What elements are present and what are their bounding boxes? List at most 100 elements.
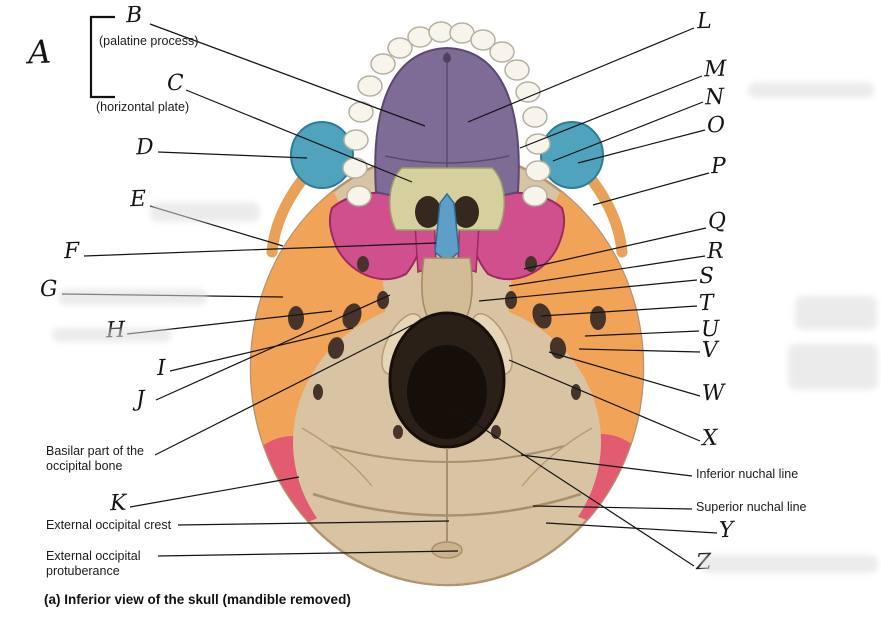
foramen	[505, 291, 517, 309]
label-external-occipital-protuberance: External occipital protuberance	[46, 549, 141, 578]
label-letter-I: I	[156, 355, 167, 382]
bracket-A	[89, 15, 115, 99]
eraser-smudge	[58, 289, 208, 305]
leader-line-M	[519, 75, 703, 149]
suture-right	[521, 427, 593, 487]
external-occipital-protuberance-mark	[431, 541, 463, 559]
leader-lines	[61, 23, 718, 567]
foramen	[357, 256, 369, 272]
label-superior-nuchal-line: Superior nuchal line	[696, 500, 807, 514]
foramen	[313, 384, 323, 400]
eraser-smudge	[795, 296, 877, 330]
leader-line-U	[584, 330, 700, 337]
leader-line-V	[578, 348, 701, 353]
label-letter-K: K	[109, 490, 128, 517]
teeth-row	[342, 21, 551, 207]
tooth	[504, 59, 530, 81]
leader-line-P	[592, 172, 710, 206]
leader-line-I	[169, 327, 354, 372]
incisive-fossa	[443, 53, 451, 63]
foramen	[327, 337, 345, 359]
tooth	[522, 185, 548, 207]
label-letter-M: M	[703, 56, 728, 83]
label-palatine-process: (palatine process)	[99, 34, 199, 48]
eraser-smudge	[700, 555, 878, 573]
label-letter-D: D	[135, 134, 155, 161]
tooth	[489, 41, 515, 63]
eraser-smudge	[748, 82, 874, 98]
leader-line-external-occipital-protuberance	[157, 550, 459, 557]
tooth	[370, 53, 396, 75]
transverse-palatine-suture	[384, 155, 510, 164]
leader-line-inferior-nuchal-line	[520, 454, 693, 477]
leader-line-N	[552, 101, 704, 162]
eraser-smudge	[52, 328, 172, 342]
label-letter-A: A	[27, 32, 53, 72]
foramen	[393, 425, 403, 439]
zygomatic-arch-right	[586, 174, 628, 258]
tooth	[470, 29, 496, 51]
tooth	[357, 75, 383, 97]
tooth	[387, 37, 413, 59]
leader-line-T	[540, 305, 698, 317]
label-letter-L: L	[696, 8, 713, 35]
label-letter-E: E	[129, 186, 147, 213]
figure-caption: (a) Inferior view of the skull (mandible…	[44, 592, 351, 607]
leader-line-C	[185, 89, 413, 183]
leader-line-superior-nuchal-line	[532, 505, 693, 510]
leader-line-S	[478, 279, 698, 302]
label-letter-F: F	[63, 238, 81, 265]
label-basilar: Basilar part of the occipital bone	[46, 444, 144, 473]
label-letter-X: X	[701, 425, 719, 452]
zygomatic-arch-left	[266, 174, 308, 258]
foramen	[288, 306, 304, 330]
tooth	[346, 185, 372, 207]
label-letter-S: S	[698, 263, 715, 290]
zygomatic-bone-right	[540, 121, 604, 189]
tooth	[343, 129, 369, 151]
tooth	[525, 160, 551, 182]
tooth	[522, 106, 548, 128]
foramen-magnum-depth	[407, 345, 487, 439]
leader-line-Y	[545, 522, 718, 534]
foramina	[288, 256, 606, 439]
leader-line-X	[508, 359, 701, 442]
tooth	[342, 157, 368, 179]
leader-line-F	[83, 242, 437, 257]
leader-line-L	[467, 27, 695, 123]
label-letter-P: P	[710, 153, 727, 180]
leader-line-basilar	[154, 315, 431, 456]
leader-line-B	[149, 23, 426, 127]
label-external-occipital-crest: External occipital crest	[46, 518, 172, 532]
label-letter-N: N	[704, 84, 726, 111]
eraser-smudge	[150, 202, 260, 222]
leader-line-W	[548, 351, 701, 397]
label-letter-Q: Q	[707, 208, 727, 235]
leader-line-K	[129, 476, 300, 508]
choana-left	[415, 196, 441, 228]
leader-line-Q	[523, 227, 707, 270]
label-letter-B: B	[125, 2, 144, 29]
leader-line-J	[155, 294, 391, 401]
label-letter-V: V	[701, 337, 719, 364]
label-letter-J: J	[135, 386, 146, 413]
leader-line-Z	[451, 407, 695, 567]
leader-line-external-occipital-crest	[177, 520, 450, 526]
label-letter-Y: Y	[718, 517, 735, 544]
label-inferior-nuchal-line: Inferior nuchal line	[696, 467, 799, 481]
choana-right	[453, 196, 479, 228]
label-letter-O: O	[706, 112, 726, 139]
label-letter-R: R	[706, 238, 725, 265]
leader-line-O	[577, 129, 706, 164]
label-letter-T: T	[698, 290, 715, 317]
label-letter-C: C	[166, 70, 185, 97]
suture-left	[301, 427, 373, 487]
label-letter-G: G	[39, 276, 59, 303]
leader-line-D	[157, 151, 308, 159]
eraser-smudge	[788, 344, 878, 390]
label-letter-W: W	[701, 380, 726, 407]
foramen	[377, 291, 389, 309]
